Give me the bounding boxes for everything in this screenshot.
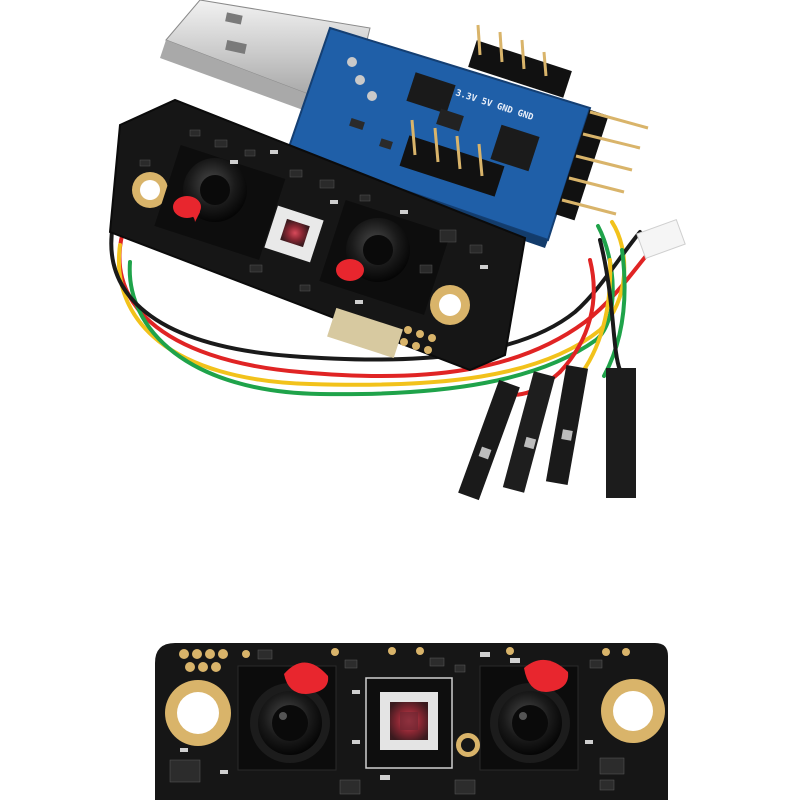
test-pads — [179, 647, 630, 672]
dupont-housings — [458, 364, 636, 501]
black-sensor-board-closeup — [155, 643, 668, 800]
top-header-pins — [468, 24, 572, 98]
right-angle-pins — [555, 109, 649, 221]
black-sensor-board-top — [108, 98, 527, 372]
jst-connector — [636, 218, 686, 260]
dupont-wires — [109, 203, 662, 397]
mid-header-pins — [399, 119, 505, 197]
